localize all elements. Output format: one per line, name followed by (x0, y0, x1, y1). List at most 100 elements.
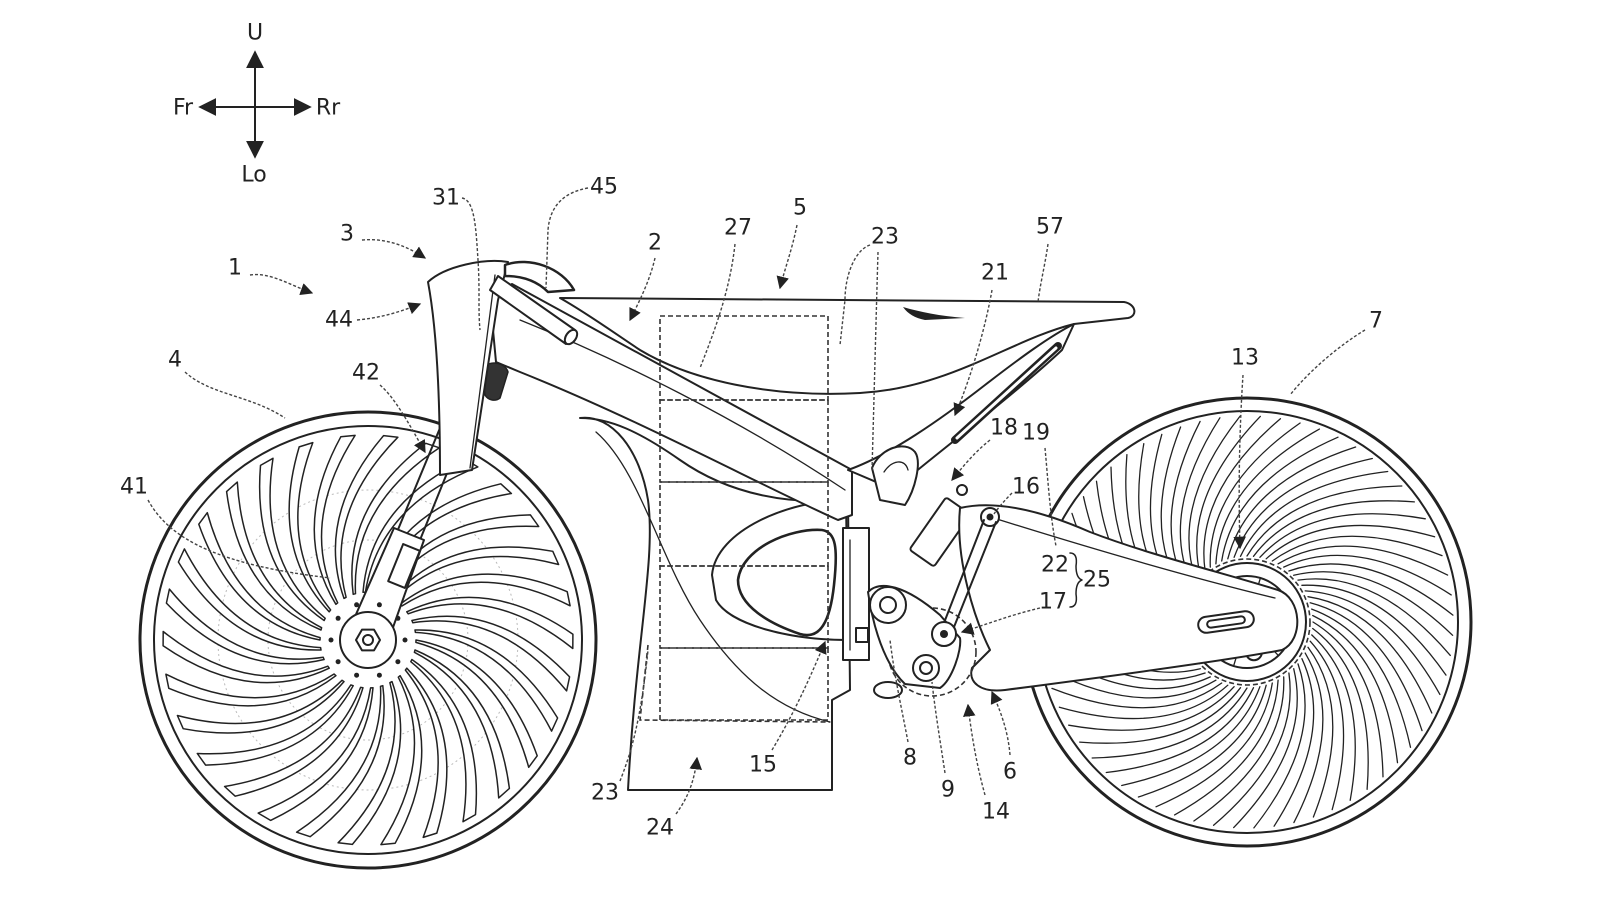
reference-numeral-4: 4 (168, 348, 182, 373)
leader-line (839, 244, 871, 346)
leader-line (461, 197, 481, 331)
leader-line (993, 492, 1013, 515)
direction-rear-label: Rr (316, 96, 341, 121)
rear-spoke (1105, 687, 1255, 774)
motor-unit (842, 527, 870, 661)
rear-spoke (1221, 436, 1339, 562)
reference-numeral-3: 3 (340, 222, 354, 247)
rear-spoke (1293, 571, 1454, 636)
front-spoke (411, 615, 571, 692)
reference-numeral-7: 7 (1369, 309, 1383, 334)
link-rod (941, 519, 985, 629)
rear-spoke (1312, 614, 1399, 764)
reference-numeral-23-upper: 23 (871, 225, 899, 250)
leader-line (951, 439, 991, 481)
front-spoke (257, 686, 374, 822)
lower-bracket (873, 681, 903, 699)
rear-spoke (1091, 687, 1248, 759)
rear-spoke (1307, 646, 1334, 818)
rear-spoke (1252, 500, 1415, 557)
reference-numeral-24: 24 (646, 816, 674, 841)
reference-numeral-18: 18 (990, 416, 1018, 441)
reference-numeral-31: 31 (432, 186, 460, 211)
leader-line (953, 289, 993, 417)
leader-line (990, 690, 1011, 756)
front-cowl-body (427, 260, 509, 476)
hub-bolt (354, 602, 360, 608)
seat (559, 297, 1136, 395)
hub-bolt (335, 659, 341, 665)
reference-numeral-45: 45 (590, 175, 618, 200)
reference-numeral-25: 25 (1083, 568, 1111, 593)
handlebar-end (563, 328, 579, 346)
front-spoke (414, 629, 559, 732)
front-spoke (225, 481, 323, 631)
front-cowl-fold (469, 274, 496, 469)
rear-spoke (1311, 608, 1412, 748)
rear-spoke (1265, 524, 1436, 560)
rear-spoke (1203, 418, 1282, 572)
leader-line (249, 273, 314, 296)
rear-spoke (1301, 584, 1447, 676)
link-pivot-center (940, 630, 948, 638)
output-pivot-center (919, 661, 933, 675)
seat-rail-inner (955, 346, 1058, 440)
hub-bolt (376, 602, 382, 608)
reference-numeral-13: 13 (1231, 346, 1259, 371)
battery-box (659, 399, 829, 483)
head-pipe-bracket (481, 362, 509, 401)
seat-body (559, 297, 1136, 395)
front-wheel-spokes (162, 434, 574, 846)
front-spoke (313, 434, 356, 606)
reference-numeral-44: 44 (325, 308, 353, 333)
front-spoke (334, 434, 399, 600)
sprocket-teeth (1183, 558, 1311, 686)
battery-case-outline (639, 644, 831, 723)
main-frame-beam (489, 283, 853, 521)
rear-spoke (1309, 640, 1345, 811)
shock-body (909, 497, 971, 567)
rear-spoke (1253, 663, 1306, 829)
front-spoke (288, 441, 332, 613)
rear-spoke (1209, 422, 1301, 568)
reference-numeral-27: 27 (724, 216, 752, 241)
rear-spoke (1309, 602, 1423, 732)
reference-numeral-16: 16 (1012, 475, 1040, 500)
hub-bolt (395, 659, 401, 665)
rear-spoke (1271, 535, 1443, 562)
rear-spoke (1293, 652, 1324, 824)
leader-line (184, 371, 286, 419)
leader-line (871, 251, 879, 471)
leader-line (776, 224, 798, 290)
leader-line (675, 756, 703, 815)
rear-spoke (1273, 658, 1315, 827)
motor-terminal (855, 627, 869, 643)
main-frame (481, 283, 853, 521)
rear-spoke (1058, 684, 1229, 720)
lower-cowl (579, 416, 851, 791)
front-spoke (380, 674, 423, 846)
leader-lines (147, 187, 1366, 815)
reference-numeral-9: 9 (941, 778, 955, 803)
front-spoke (399, 573, 571, 607)
front-spoke (404, 667, 448, 839)
battery-boxes (639, 315, 831, 723)
label-bracket (1069, 552, 1083, 608)
reference-numeral-5: 5 (793, 196, 807, 221)
leader-line (379, 384, 426, 454)
reference-numeral-21: 21 (981, 261, 1009, 286)
reference-numeral-2: 2 (648, 231, 662, 256)
rear-spoke (1304, 590, 1441, 696)
swingarm-body (958, 504, 1299, 692)
side-cover-opening (736, 528, 838, 637)
rear-spoke (1121, 686, 1261, 787)
reference-numeral-17: 17 (1039, 590, 1067, 615)
rear-spoke (1288, 563, 1454, 616)
rear-spoke (1239, 470, 1389, 557)
reference-numeral-6: 6 (1003, 760, 1017, 785)
front-spoke (223, 686, 364, 797)
axle-center (362, 634, 374, 646)
leader-line (963, 703, 986, 796)
shock-absorber (871, 445, 971, 567)
top-cover (503, 260, 576, 294)
